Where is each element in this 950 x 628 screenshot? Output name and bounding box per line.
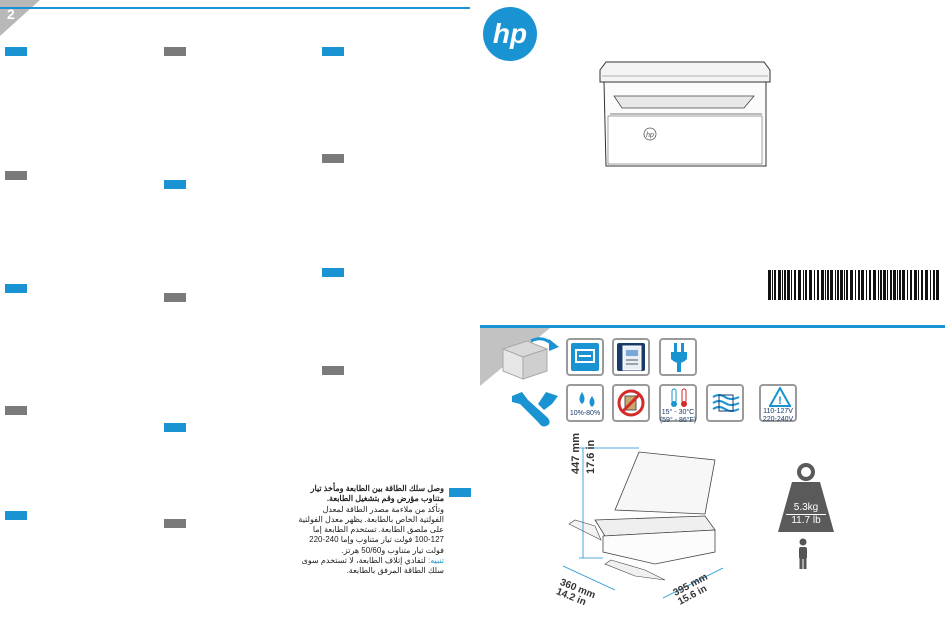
arabic-instructions: وصل سلك الطاقة بين الطابعة ومأخذ تيار مت… [296, 484, 444, 577]
language-tab [322, 154, 344, 163]
svg-text:hp: hp [493, 18, 527, 49]
language-tab [5, 171, 27, 180]
language-tab [322, 366, 344, 375]
language-tab [164, 47, 186, 56]
arabic-caution-text: لتفادي إتلاف الطابعة، لا تستخدم سوى سلك … [301, 556, 444, 576]
documentation-icon [612, 338, 650, 376]
language-tab [164, 423, 186, 432]
language-tab-arabic [449, 488, 471, 497]
printer-image: hp [599, 61, 771, 167]
arabic-caution-label: تنبيه: [428, 556, 444, 566]
language-tab [5, 511, 27, 520]
height-in-label: 17.6 in [585, 440, 597, 474]
printer-dimensions-diagram [562, 447, 724, 599]
language-tab [164, 519, 186, 528]
language-tab [5, 47, 27, 56]
arabic-heading: وصل سلك الطاقة بين الطابعة ومأخذ تيار مت… [310, 484, 444, 504]
humidity-icon: 10%-80% [566, 384, 604, 422]
weight-lb: 11.7 lb [786, 514, 826, 527]
language-tab [322, 268, 344, 277]
ventilation-icon [706, 384, 744, 422]
page-corner-marker: 2 [0, 0, 40, 36]
arabic-body: وتأكد من ملاءمة مصدر الطاقة لمعدل الفولت… [298, 504, 444, 555]
language-tab [5, 406, 27, 415]
weight-kg: 5.3kg [793, 502, 819, 513]
printer-supplies-icon [566, 338, 604, 376]
setup-wrench-icon [512, 392, 558, 427]
language-tab [164, 293, 186, 302]
svg-text:hp: hp [646, 132, 654, 139]
temperature-label: 15° - 30°C (59° - 86°F) [659, 409, 697, 424]
no-direct-sunlight-icon [612, 384, 650, 422]
section-divider [480, 325, 945, 328]
weight-icon [778, 463, 834, 532]
hp-logo: hp [483, 7, 537, 61]
top-rule-left [0, 7, 470, 9]
voltage-warning-icon: ! 110-127V 220-240V [759, 384, 797, 423]
height-in: 17.6 in [585, 439, 597, 474]
language-tab [322, 47, 344, 56]
height-label: 447 mm [570, 433, 582, 474]
svg-text:!: ! [778, 395, 782, 407]
voltage-label: 110-127V 220-240V [762, 408, 794, 423]
temperature-icon: 15° - 30°C (59° - 86°F) [659, 384, 697, 424]
weight-labels: 5.3kg 11.7 lb [780, 502, 832, 527]
power-cord-icon [659, 338, 697, 376]
language-tab [5, 284, 27, 293]
single-person-lift-icon [799, 538, 807, 569]
unbox-icon [501, 337, 559, 380]
language-tab [164, 180, 186, 189]
humidity-label: 10%-80% [569, 410, 601, 417]
svg-text:2: 2 [7, 6, 15, 22]
height-mm: 447 mm [570, 433, 582, 474]
barcode [768, 270, 939, 300]
